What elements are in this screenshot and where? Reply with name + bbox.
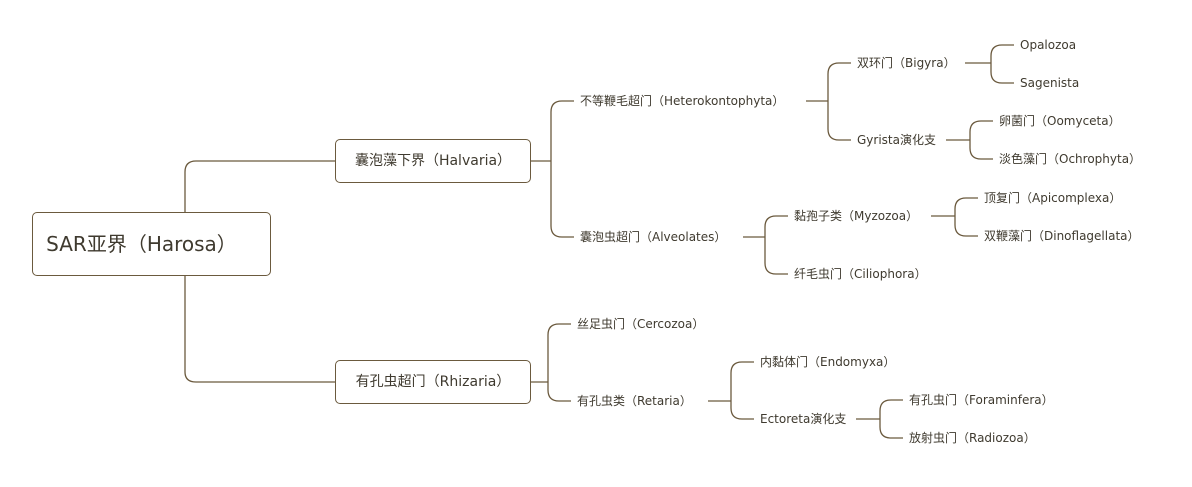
edge-gyrista-ochrophyta [969,140,993,160]
node-ochrophyta[interactable]: 淡色藻门（Ochrophyta） [999,152,1142,166]
edge-root-halvaria [184,160,335,212]
edge-root-rhizaria [184,276,335,383]
node-apicomplexa[interactable]: 顶复门（Apicomplexa） [984,191,1122,205]
edge-alveolates-myzozoa [764,215,788,237]
edge-retaria-ectoreta [730,401,754,420]
edge-retaria-endomyxa [730,361,754,401]
node-bigyra[interactable]: 双环门（Bigyra） [857,56,956,70]
node-halvaria-label: 囊泡藻下界（Halvaria） [354,153,512,169]
node-radiozoa[interactable]: 放射虫门（Radiozoa） [909,431,1036,445]
node-ectoreta[interactable]: Ectoreta演化支 [760,412,847,426]
node-heterokontophyta[interactable]: 不等鞭毛超门（Heterokontophyta） [580,94,785,108]
node-foraminifera[interactable]: 有孔虫门（Foraminfera） [909,393,1054,407]
edge-gyrista-oomyceta [969,120,993,140]
node-alveolates[interactable]: 囊泡虫超门（Alveolates） [580,230,727,244]
edge-myzozoa-dinoflagellata [954,216,978,237]
edge-rhizaria-retaria [547,382,571,402]
node-opalozoa[interactable]: Opalozoa [1020,38,1077,52]
root-label: SAR亚界（Harosa） [46,232,237,256]
node-gyrista[interactable]: Gyrista演化支 [857,133,936,147]
edge-halvaria-heterokontophyta [550,100,574,161]
edge-myzozoa-apicomplexa [954,197,978,216]
edge-halvaria-alveolates [550,161,574,238]
edge-bigyra-sagenista [990,63,1014,84]
node-myzozoa[interactable]: 黏孢子类（Myzozoa） [794,209,919,223]
node-dinoflagellata[interactable]: 双鞭藻门（Dinoflagellata） [984,229,1140,243]
node-rhizaria[interactable]: 有孔虫超门（Rhizaria） [335,360,531,404]
node-sagenista[interactable]: Sagenista [1020,76,1080,90]
edge-alveolates-ciliophora [764,237,788,275]
edge-ectoreta-foraminifera [879,399,903,419]
edge-ectoreta-radiozoa [879,419,903,439]
edge-hetero-gyrista [827,101,851,141]
edge-hetero-bigyra [827,62,851,101]
node-halvaria[interactable]: 囊泡藻下界（Halvaria） [335,139,531,183]
node-rhizaria-label: 有孔虫超门（Rhizaria） [355,374,511,390]
node-cercozoa[interactable]: 丝足虫门（Cercozoa） [577,317,705,331]
node-oomyceta[interactable]: 卵菌门（Oomyceta） [999,114,1121,128]
edge-rhizaria-cercozoa [547,323,571,382]
edge-bigyra-opalozoa [990,44,1014,63]
node-endomyxa[interactable]: 内黏体门（Endomyxa） [760,355,896,369]
root-node-harosa[interactable]: SAR亚界（Harosa） [32,212,271,276]
node-retaria[interactable]: 有孔虫类（Retaria） [577,394,692,408]
node-ciliophora[interactable]: 纤毛虫门（Ciliophora） [794,267,927,281]
